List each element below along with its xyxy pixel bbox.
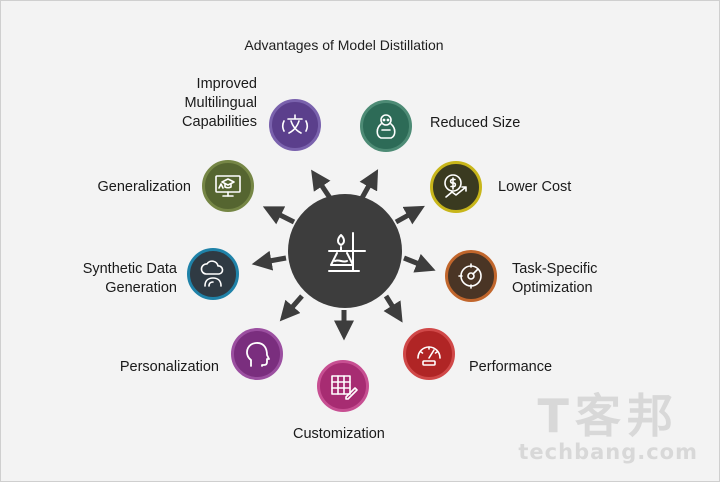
arrow-personalization (279, 294, 304, 322)
arrow-generalization (262, 206, 296, 225)
arrow-performance (383, 294, 403, 323)
translate-icon (282, 114, 308, 134)
node-synthetic-data (187, 248, 239, 300)
label-lower-cost: Lower Cost (498, 179, 572, 195)
label-multilingual: Improved Multilingual Capabilities (182, 76, 257, 130)
arrow-synthetic-data (251, 250, 287, 271)
node-reduced-size (360, 100, 412, 152)
head-profile-icon (246, 342, 270, 367)
arrow-reduced-size (359, 169, 379, 200)
label-performance: Performance (469, 359, 553, 375)
speedometer-icon (417, 346, 441, 366)
monitor-graduation-icon (215, 175, 241, 197)
nesting-doll-icon (376, 114, 396, 139)
diagram-title: Advantages of Model Distillation (244, 37, 444, 53)
label-customization: Customization (293, 426, 385, 442)
label-task-specific: Task-Specific Optimization (512, 261, 598, 296)
arrow-lower-cost (394, 205, 425, 225)
node-personalization (231, 328, 283, 380)
node-multilingual (269, 99, 321, 151)
node-lower-cost (430, 161, 482, 213)
node-generalization (202, 160, 254, 212)
label-personalization: Personalization (119, 359, 219, 375)
hub-node (288, 194, 402, 308)
target-gauge-icon (458, 263, 482, 289)
table-pencil-icon (331, 375, 358, 400)
arrow-task-specific (403, 253, 436, 273)
dollar-trend-icon (444, 174, 467, 198)
arrow-multilingual (311, 169, 333, 200)
label-generalization: Generalization (97, 179, 192, 195)
node-task-specific (445, 250, 497, 302)
distillation-flask-icon (328, 232, 366, 272)
cloud-network-icon (200, 260, 224, 287)
node-performance (403, 328, 455, 380)
label-synthetic-data: Synthetic Data Generation (82, 261, 177, 296)
label-reduced-size: Reduced Size (430, 115, 521, 131)
node-customization (317, 360, 369, 412)
